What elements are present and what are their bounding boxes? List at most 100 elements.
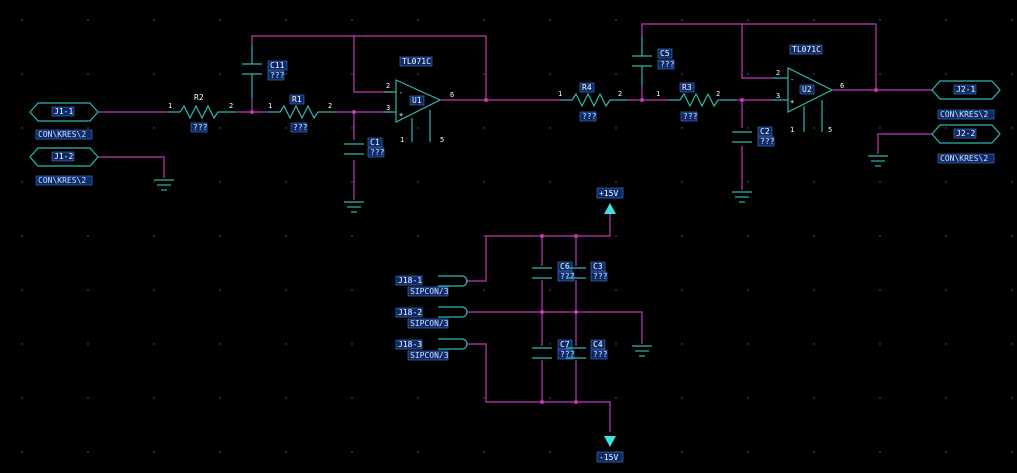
grid-dot xyxy=(747,19,749,21)
grid-dot xyxy=(153,235,155,237)
grid-dot xyxy=(879,289,881,291)
grid-dot xyxy=(285,343,287,345)
capacitor-c1[interactable]: C1 ??? xyxy=(344,137,385,158)
grid-dot xyxy=(1011,235,1013,237)
junction-dots xyxy=(250,88,878,404)
connector-j2-2[interactable]: J2-2 CON\KRES\2 xyxy=(931,124,1001,164)
svg-text:SIPCON/3: SIPCON/3 xyxy=(410,351,449,360)
grid-dot xyxy=(351,397,353,399)
connector-j18-1[interactable]: J18-1 SIPCON/3 xyxy=(395,275,468,297)
svg-text:3: 3 xyxy=(776,92,780,100)
svg-text:C4: C4 xyxy=(593,340,603,349)
grid-dot xyxy=(747,181,749,183)
grid-dot xyxy=(681,451,683,453)
grid-dot xyxy=(87,73,89,75)
grid-dot xyxy=(1011,19,1013,21)
svg-text:???: ??? xyxy=(582,112,597,121)
grid-dot xyxy=(351,343,353,345)
grid-dot xyxy=(615,19,617,21)
grid-dots xyxy=(21,19,1013,453)
connector-j1-2[interactable]: J1-2 CON\KRES\2 xyxy=(29,147,99,186)
capacitor-c7[interactable]: C7 ??? xyxy=(532,339,575,360)
connector-j1-1[interactable]: J1-1 CON\KRES\2 xyxy=(29,102,99,140)
svg-text:5: 5 xyxy=(828,126,832,134)
power-pos-15v[interactable]: +15V xyxy=(596,187,624,214)
grid-dot xyxy=(549,343,551,345)
capacitor-c6[interactable]: C6 ??? xyxy=(532,261,575,282)
grid-dot xyxy=(681,181,683,183)
grid-dot xyxy=(219,127,221,129)
svg-text:CON\KRES\2: CON\KRES\2 xyxy=(38,176,86,185)
svg-text:1: 1 xyxy=(400,136,404,144)
grid-dot xyxy=(615,73,617,75)
grid-dot xyxy=(879,127,881,129)
grid-dot xyxy=(879,343,881,345)
resistor-r1[interactable]: 1 2 R1 ??? xyxy=(268,94,336,133)
capacitor-c5[interactable]: C5 ??? xyxy=(632,36,675,86)
grid-dot xyxy=(285,73,287,75)
connector-j2-1[interactable]: J2-1 CON\KRES\2 xyxy=(931,80,1001,120)
svg-text:???: ??? xyxy=(560,350,575,359)
grid-dot xyxy=(483,451,485,453)
opamp-u1[interactable]: - + 2 3 6 1 5 U1 TL071C xyxy=(384,56,454,144)
resistor-r2[interactable]: 1 2 R2 ??? xyxy=(168,93,236,133)
grid-dot xyxy=(483,181,485,183)
capacitor-c3[interactable]: C3 ??? xyxy=(566,261,608,282)
connector-j18-2[interactable]: J18-2 SIPCON/3 xyxy=(395,306,468,329)
grid-dot xyxy=(21,451,23,453)
grid-dot xyxy=(219,19,221,21)
grid-dot xyxy=(813,289,815,291)
svg-text:1: 1 xyxy=(790,126,794,134)
grid-dot xyxy=(549,181,551,183)
svg-text:1: 1 xyxy=(168,102,172,110)
connector-j18-3[interactable]: J18-3 SIPCON/3 xyxy=(395,338,468,361)
grid-dot xyxy=(813,181,815,183)
svg-text:SIPCON/3: SIPCON/3 xyxy=(410,287,449,296)
grid-dot xyxy=(615,181,617,183)
svg-text:+: + xyxy=(399,111,403,119)
grid-dot xyxy=(549,73,551,75)
svg-text:J2-1: J2-1 xyxy=(956,85,975,94)
grid-dot xyxy=(615,397,617,399)
capacitor-c11[interactable]: C11 ??? xyxy=(242,45,288,98)
grid-dot xyxy=(681,73,683,75)
svg-text:J2-2: J2-2 xyxy=(956,129,975,138)
grid-dot xyxy=(21,73,23,75)
ground-symbol-4 xyxy=(868,155,888,167)
grid-dot xyxy=(945,451,947,453)
grid-dot xyxy=(21,235,23,237)
grid-dot xyxy=(21,181,23,183)
grid-dot xyxy=(747,73,749,75)
svg-text:C11: C11 xyxy=(270,61,285,70)
grid-dot xyxy=(351,127,353,129)
grid-dot xyxy=(615,289,617,291)
grid-dot xyxy=(21,19,23,21)
grid-dot xyxy=(483,289,485,291)
svg-text:TL071C: TL071C xyxy=(402,57,431,66)
svg-text:TL071C: TL071C xyxy=(792,45,821,54)
grid-dot xyxy=(747,127,749,129)
grid-dot xyxy=(483,235,485,237)
svg-text:???: ??? xyxy=(370,148,385,157)
grid-dot xyxy=(483,397,485,399)
grid-dot xyxy=(549,127,551,129)
power-neg-15v[interactable]: -15V xyxy=(596,436,624,463)
grid-dot xyxy=(813,343,815,345)
grid-dot xyxy=(87,235,89,237)
capacitor-c4[interactable]: C4 ??? xyxy=(566,339,608,360)
svg-text:2: 2 xyxy=(229,102,233,110)
grid-dot xyxy=(879,73,881,75)
grid-dot xyxy=(483,19,485,21)
grid-dot xyxy=(813,451,815,453)
svg-text:-: - xyxy=(399,89,403,97)
resistor-r3[interactable]: 1 2 R3 ??? xyxy=(656,82,736,122)
opamp-u2[interactable]: - + 2 3 6 1 5 U2 TL071C xyxy=(772,44,844,134)
grid-dot xyxy=(153,451,155,453)
svg-text:5: 5 xyxy=(440,136,444,144)
grid-dot xyxy=(285,397,287,399)
resistor-r4[interactable]: 1 2 R4 ??? xyxy=(558,82,628,122)
grid-dot xyxy=(21,343,23,345)
grid-dot xyxy=(153,181,155,183)
capacitor-c2[interactable]: C2 ??? xyxy=(732,126,775,147)
